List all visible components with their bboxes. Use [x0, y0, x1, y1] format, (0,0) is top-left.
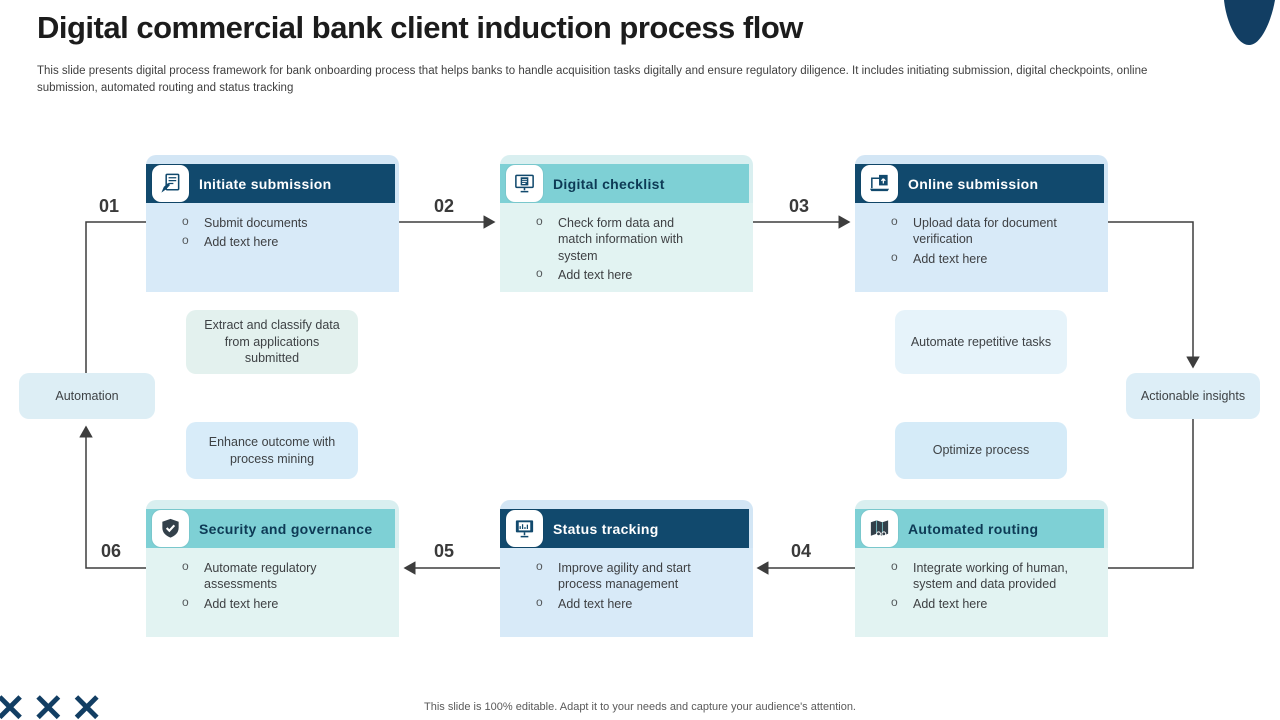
process-box-automated-routing[interactable]: Automated routing Integrate working of h…	[855, 500, 1108, 637]
step-number-04: 04	[791, 541, 812, 561]
box-title: Security and governance	[199, 520, 373, 537]
box-title: Status tracking	[553, 520, 659, 537]
callout-automate-repetitive[interactable]: Automate repetitive tasks	[895, 310, 1067, 374]
step-number-02: 02	[434, 196, 455, 216]
x-marks-decoration: ✕ ✕ ✕	[0, 688, 103, 720]
box-header: Digital checklist	[500, 164, 749, 203]
box-title: Online submission	[908, 175, 1039, 192]
map-route-icon	[861, 510, 898, 547]
bullet-item[interactable]: Add text here	[180, 233, 375, 250]
bullet-item[interactable]: Add text here	[889, 594, 1084, 612]
bullet-item: Upload data for document verification	[889, 214, 1059, 248]
side-label-actionable-insights[interactable]: Actionable insights	[1126, 373, 1260, 419]
process-box-digital-checklist[interactable]: Digital checklist Check form data and ma…	[500, 155, 753, 292]
box-header: Initiate submission	[146, 164, 395, 203]
box-header: Automated routing	[855, 509, 1104, 548]
box-body: Check form data and match information wi…	[500, 203, 753, 292]
bullet-item[interactable]: Add text here	[889, 249, 1084, 267]
bullet-item[interactable]: Add text here	[180, 594, 375, 612]
box-body: Upload data for document verification Ad…	[855, 203, 1108, 292]
footer-note: This slide is 100% editable. Adapt it to…	[424, 701, 856, 713]
box-body: Automate regulatory assessments Add text…	[146, 548, 399, 637]
box-body: Submit documents Add text here	[146, 203, 399, 292]
box-header: Security and governance	[146, 509, 395, 548]
process-box-security-governance[interactable]: Security and governance Automate regulat…	[146, 500, 399, 637]
box-body: Integrate working of human, system and d…	[855, 548, 1108, 637]
callout-extract-classify[interactable]: Extract and classify data from applicati…	[186, 310, 358, 374]
callout-enhance-outcome[interactable]: Enhance outcome with process mining	[186, 422, 358, 479]
process-box-status-tracking[interactable]: Status tracking Improve agility and star…	[500, 500, 753, 637]
bullet-item[interactable]: Add text here	[534, 594, 729, 612]
slide-description: This slide presents digital process fram…	[37, 65, 1148, 94]
process-box-initiate-submission[interactable]: Initiate submission Submit documents Add…	[146, 155, 399, 292]
bullet-item: Check form data and match information wi…	[534, 214, 699, 264]
bullet-item: Improve agility and start process manage…	[534, 559, 729, 593]
box-title: Automated routing	[908, 520, 1039, 537]
monitor-chart-icon	[506, 510, 543, 547]
bullet-item: Submit documents	[180, 214, 375, 231]
laptop-upload-icon	[861, 165, 898, 202]
callout-optimize-process[interactable]: Optimize process	[895, 422, 1067, 479]
box-title: Digital checklist	[553, 175, 665, 192]
box-header: Status tracking	[500, 509, 749, 548]
bullet-item: Automate regulatory assessments	[180, 559, 350, 593]
bullet-item: Integrate working of human, system and d…	[889, 559, 1084, 593]
page-title: Digital commercial bank client induction…	[37, 10, 803, 45]
box-title: Initiate submission	[199, 175, 332, 192]
box-body: Improve agility and start process manage…	[500, 548, 753, 637]
corner-logo-shape	[1224, 0, 1275, 45]
process-box-online-submission[interactable]: Online submission Upload data for docume…	[855, 155, 1108, 292]
side-label-automation[interactable]: Automation	[19, 373, 155, 419]
shield-check-icon	[152, 510, 189, 547]
monitor-checklist-icon	[506, 165, 543, 202]
step-number-05: 05	[434, 541, 455, 561]
box-header: Online submission	[855, 164, 1104, 203]
step-number-06: 06	[101, 541, 122, 561]
bullet-item[interactable]: Add text here	[534, 266, 729, 283]
step-number-01: 01	[99, 196, 120, 216]
document-pen-icon	[152, 165, 189, 202]
step-number-03: 03	[789, 196, 810, 216]
